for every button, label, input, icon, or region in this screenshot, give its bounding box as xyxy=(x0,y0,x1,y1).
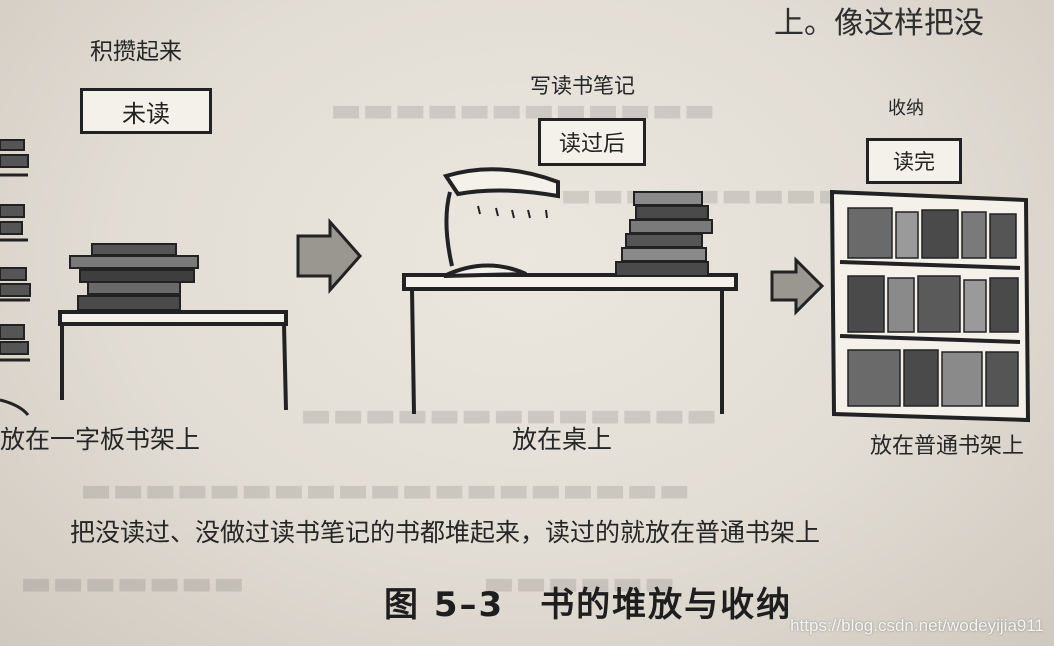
stage-2-top-label: 写读书笔记 xyxy=(530,74,635,98)
figure-caption: 把没读过、没做过读书笔记的书都堆起来，读过的就放在普通书架上 xyxy=(70,518,821,547)
header-text-fragment: 上。像这样把没 xyxy=(774,6,984,41)
desk-book-stack xyxy=(615,191,713,277)
stage-3-sign: 读完 xyxy=(866,138,962,184)
desk-lamp-icon xyxy=(442,167,560,278)
arrow-right-icon xyxy=(770,256,825,316)
shelf-books xyxy=(847,207,1019,407)
low-table xyxy=(58,310,288,411)
flat-shelf-partial xyxy=(0,173,30,416)
stage-2-bottom-label: 放在桌上 xyxy=(512,425,613,454)
arrow-right-icon xyxy=(296,218,363,294)
stage-1-bottom-label: 放在一字板书架上 xyxy=(0,425,201,454)
partial-book-stacks xyxy=(0,139,31,355)
watermark-url: https://blog.csdn.net/wodeyijia911 xyxy=(790,616,1044,635)
desk xyxy=(402,273,738,415)
stage-1-top-label: 积攒起来 xyxy=(90,39,182,65)
stage-1-sign: 未读 xyxy=(80,88,212,134)
lamp-light-rays xyxy=(477,205,548,219)
stage-3-bottom-label: 放在普通书架上 xyxy=(870,434,1025,459)
unread-book-pile xyxy=(69,243,199,311)
stage-3-top-label: 收纳 xyxy=(888,98,924,119)
figure-title: 图 5–3 书的堆放与收纳 xyxy=(384,585,793,625)
stage-2-sign: 读过后 xyxy=(538,118,646,166)
